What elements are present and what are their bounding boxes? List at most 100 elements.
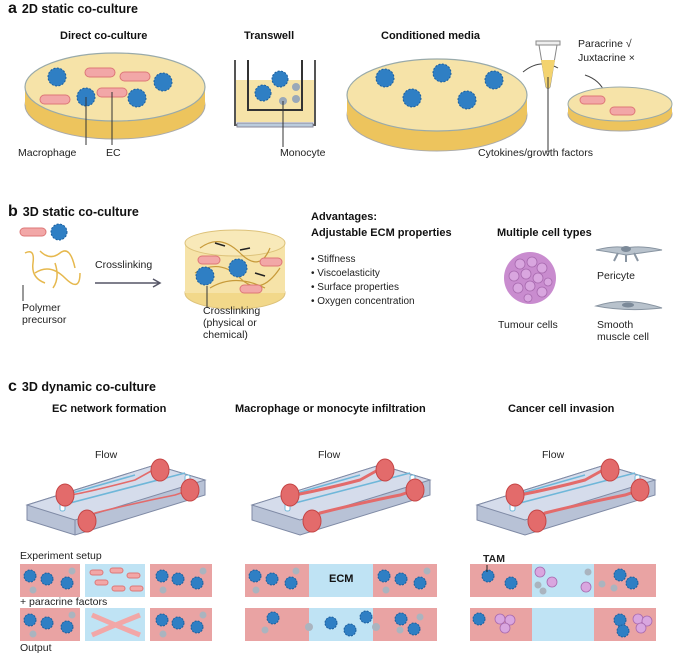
direct-coculture-dish [24, 52, 206, 145]
advantage-item: • Stiffness [311, 254, 356, 265]
tumour-spheroid-icon [504, 252, 556, 304]
pericyte-icon [595, 246, 663, 262]
advantage-item: • Viscoelasticity [311, 268, 380, 279]
channel-pink [594, 608, 656, 641]
panel-a-title-text: 2D static co-culture [21, 2, 138, 16]
polymer-strands [24, 250, 81, 289]
conditioned-media-diagram [346, 40, 673, 152]
panel-a-letter: a [8, 0, 17, 17]
macrophage-cell [50, 223, 68, 241]
advantage-text: Stiffness [317, 254, 356, 265]
ec-cell [119, 71, 151, 82]
panel-c-letter: c [8, 378, 17, 395]
experiment-setup-label: Experiment setup [20, 550, 102, 562]
ec-cell [609, 106, 636, 116]
macrophage-cell [153, 72, 173, 92]
hydrogel-diagram [184, 229, 286, 310]
macrophage-cell [271, 70, 289, 88]
transfer-arrow [522, 63, 559, 73]
monocyte-cell [292, 83, 300, 91]
tam-label: TAM [483, 553, 505, 565]
channel-blue [532, 608, 594, 641]
flow-label-ec: Flow [95, 449, 118, 461]
direct-coculture-heading: Direct co-culture [60, 30, 148, 42]
flow-label-cancer: Flow [542, 449, 565, 461]
macrophage-cell [228, 258, 248, 278]
channel-pink [594, 564, 656, 597]
polymer-label-1: Polymer [22, 302, 61, 314]
ec-cell [39, 94, 71, 105]
macrophage-label: Macrophage [18, 147, 77, 159]
channel-pink [245, 608, 309, 641]
macrophage-cell [484, 70, 504, 90]
smooth-muscle-label-2: muscle cell [597, 331, 649, 343]
ec-label: EC [106, 147, 121, 159]
panel-a-title: a 2D static co-culture [8, 0, 138, 18]
macrophage-cell [457, 90, 477, 110]
crosslinking-label-3: chemical) [203, 329, 248, 341]
ec-cell [259, 257, 283, 267]
ec-cell [579, 95, 606, 105]
crosslinking-arrow-label: Crosslinking [95, 259, 153, 271]
cell-types-heading: Multiple cell types [497, 227, 592, 239]
conditioned-media-heading: Conditioned media [381, 30, 480, 42]
microfluidic-chip-macrophage [250, 458, 432, 536]
advantages-heading: Advantages: [311, 211, 378, 223]
ec-cell [19, 227, 47, 237]
tumour-cells-label: Tumour cells [498, 319, 558, 331]
flow-label-macrophage: Flow [318, 449, 341, 461]
channel-pink [150, 564, 212, 597]
pericyte-label: Pericyte [597, 270, 635, 282]
channel-pink [470, 608, 532, 641]
panel-b-letter: b [8, 203, 18, 220]
monocyte-label: Monocyte [280, 147, 326, 159]
paracrine-factors-label: + paracrine factors [20, 596, 108, 608]
paracrine-label: Paracrine √ [578, 38, 632, 50]
channel-pink [373, 564, 437, 597]
ec-cell [197, 255, 221, 265]
output-label: Output [20, 642, 52, 654]
cytokines-label: Cytokines/growth factors [478, 147, 593, 159]
channel-blue [85, 608, 145, 641]
cancer-invasion-heading: Cancer cell invasion [508, 403, 615, 415]
macrophage-cell [127, 88, 147, 108]
channel-blue-ecm [309, 564, 373, 597]
crosslinking-arrow [95, 278, 162, 288]
channel-blue [309, 608, 373, 641]
channel-pink [20, 564, 80, 597]
crosslinking-label-2: (physical or [203, 317, 257, 329]
channel-pink [470, 564, 532, 597]
microfluidic-chip-cancer [475, 458, 657, 536]
smooth-muscle-icon [594, 300, 663, 311]
polymer-label-2: precursor [22, 314, 67, 326]
ecm-label: ECM [329, 573, 354, 585]
channel-pink [245, 564, 309, 597]
macrophage-cell [254, 84, 272, 102]
macrophage-infiltration-heading: Macrophage or monocyte infiltration [235, 403, 426, 415]
polymer-precursor-diagram [19, 223, 81, 301]
macrophage-cell [402, 88, 422, 108]
advantages-subheading: Adjustable ECM properties [311, 227, 452, 239]
panel-c-title-text: 3D dynamic co-culture [21, 380, 156, 394]
crosslinking-label-1: Crosslinking [203, 305, 261, 317]
ec-cell [84, 67, 116, 78]
channel-pink [20, 608, 80, 641]
microfluidic-chip-ec [25, 458, 207, 536]
monocyte-cell [292, 95, 300, 103]
advantage-item: • Surface properties [311, 282, 399, 293]
panel-c-title: c 3D dynamic co-culture [8, 378, 156, 396]
advantage-text: Viscoelasticity [317, 268, 380, 279]
channel-pink [150, 608, 212, 641]
ec-network-heading: EC network formation [52, 403, 167, 415]
advantage-text: Surface properties [317, 282, 399, 293]
transwell-heading: Transwell [244, 30, 295, 42]
macrophage-cell [375, 68, 395, 88]
advantage-text: Oxygen concentration [317, 296, 415, 307]
channel-pink [373, 608, 437, 641]
channel-blue [532, 564, 594, 597]
juxtacrine-label: Juxtacrine × [578, 52, 635, 64]
smooth-muscle-label-1: Smooth [597, 319, 634, 331]
macrophage-cell [47, 67, 67, 87]
transwell-diagram [234, 60, 316, 147]
